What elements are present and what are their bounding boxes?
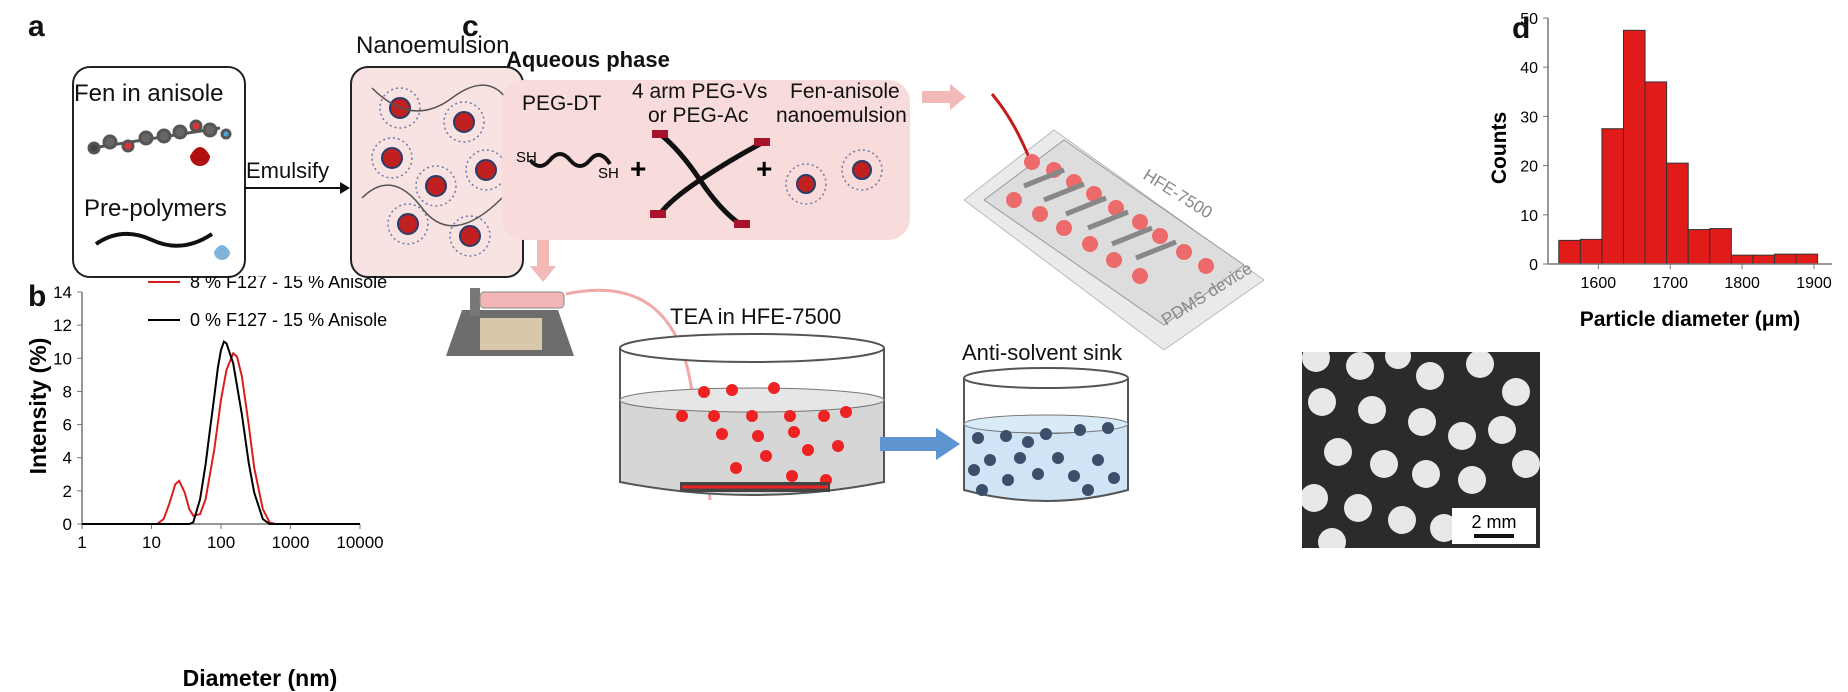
chart-b-y-tick-label: 2 [63, 482, 72, 501]
aqueous-phase-label: Aqueous phase [506, 47, 670, 72]
chart-d-bar [1622, 29, 1646, 265]
tea-label: TEA in HFE-7500 [670, 304, 842, 329]
chart-b-legend-2: 0 % F127 - 15 % Anisole [190, 310, 387, 330]
prepolymer-icon [94, 232, 230, 260]
chart-d-x-tick-label: 1600 [1581, 275, 1617, 292]
chart-d-bar [1730, 254, 1754, 265]
chart-d-ylabel: Counts [1488, 112, 1511, 184]
fen-in-anisole-label: Fen in anisole [74, 80, 224, 107]
pink-arrow-right [922, 84, 966, 110]
chart-d-bar [1773, 253, 1797, 265]
chart-d-y-tick-label: 20 [1520, 159, 1538, 176]
chart-d-bar [1644, 81, 1668, 265]
chart-b-series-1 [82, 351, 360, 525]
pre-polymers-label: Pre-polymers [84, 195, 227, 222]
chart-b-y-tick-label: 10 [53, 349, 72, 368]
plus-1: + [630, 153, 646, 184]
chart-d-x-tick-label: 1700 [1652, 275, 1688, 292]
chart-d-bar [1601, 128, 1624, 265]
panel-label-d: d [1512, 12, 1531, 45]
chart-d-bar [1558, 239, 1581, 265]
chart-d-y-tick-label: 0 [1529, 257, 1538, 274]
chart-b-series-2 [82, 340, 360, 525]
chart-d-bar [1579, 238, 1603, 265]
chart-b-y-tick-label: 6 [63, 416, 72, 435]
panel-label-b: b [28, 280, 47, 313]
chart-b-x-tick-label: 10000 [336, 533, 383, 552]
particle-micrograph: 2 mm [1302, 352, 1540, 548]
syringe-pump [446, 288, 574, 356]
fen-anisole-label-1: Fen-anisole [790, 80, 900, 103]
scale-bar [1474, 534, 1514, 538]
chart-d-x-tick-label: 1900 [1796, 275, 1832, 292]
chart-d-bar [1709, 228, 1732, 265]
peg-dt-label: PEG-DT [522, 92, 602, 115]
chart-b-y-tick-label: 0 [63, 515, 72, 534]
chart-d-bar [1687, 229, 1711, 265]
blue-arrow [880, 428, 960, 460]
scale-bar-label: 2 mm [1472, 512, 1517, 532]
chart-d-y-tick-label: 10 [1520, 208, 1538, 225]
chart-b-x-tick-label: 1000 [272, 533, 310, 552]
reagent-structures: SH SH + + [516, 130, 883, 228]
chart-b-y-tick-label: 14 [53, 283, 72, 302]
fen-anisole-label-2: nanoemulsion [776, 104, 907, 127]
chart-d-y-tick-label: 40 [1520, 60, 1538, 77]
chart-b-x-tick-label: 100 [207, 533, 235, 552]
chart-b-y-tick-label: 8 [63, 382, 72, 401]
emulsify-arrow [244, 182, 350, 194]
four-arm-label-2: or PEG-Ac [648, 104, 749, 127]
chart-b-y-tick-label: 12 [53, 316, 72, 335]
chart-d-y-tick-label: 50 [1520, 11, 1538, 28]
chart-d-bar [1795, 253, 1819, 265]
anti-solvent-container [963, 367, 1129, 502]
pdms-device: HFE-7500 PDMS device [963, 93, 1265, 350]
chart-d-bar [1752, 254, 1775, 265]
panel-label-a: a [28, 10, 45, 43]
chart-b: 0 2 4 6 8 10 12 14 1 10 100 1000 10000 Diameter (nm)… [25, 276, 387, 691]
chart-b-y-tick-label: 4 [63, 449, 72, 468]
chart-b-x-tick-label: 10 [142, 533, 161, 552]
chart-b-x-tick-label: 1 [77, 533, 86, 552]
chart-b-ylabel: Intensity (%) [25, 338, 51, 475]
nanoemulsion-label: Nanoemulsion [356, 32, 510, 59]
four-arm-label-1: 4 arm PEG-Vs [632, 80, 768, 103]
chart-d-y-tick-label: 30 [1520, 109, 1538, 126]
chart-d: 0 10 20 30 40 50 1600 1700 1800 1900 Particle dia… [1488, 11, 1832, 331]
chart-b-xlabel: Diameter (nm) [183, 665, 338, 691]
tea-container [619, 333, 885, 496]
emulsify-label: Emulsify [246, 158, 330, 183]
pink-arrow-down [530, 240, 556, 282]
chart-d-bar [1666, 162, 1689, 265]
sink-label: Anti-solvent sink [962, 340, 1123, 365]
chart-b-legend-1: 8 % F127 - 15 % Anisole [190, 276, 387, 292]
fen-molecule-icon [87, 119, 232, 166]
panel-label-c: c [462, 10, 479, 43]
nanoemulsion-droplets [361, 84, 513, 257]
sh-right-label: SH [598, 165, 619, 182]
chart-d-xlabel: Particle diameter (μm) [1580, 308, 1801, 331]
plus-2: + [756, 153, 772, 184]
chart-d-x-tick-label: 1800 [1724, 275, 1760, 292]
